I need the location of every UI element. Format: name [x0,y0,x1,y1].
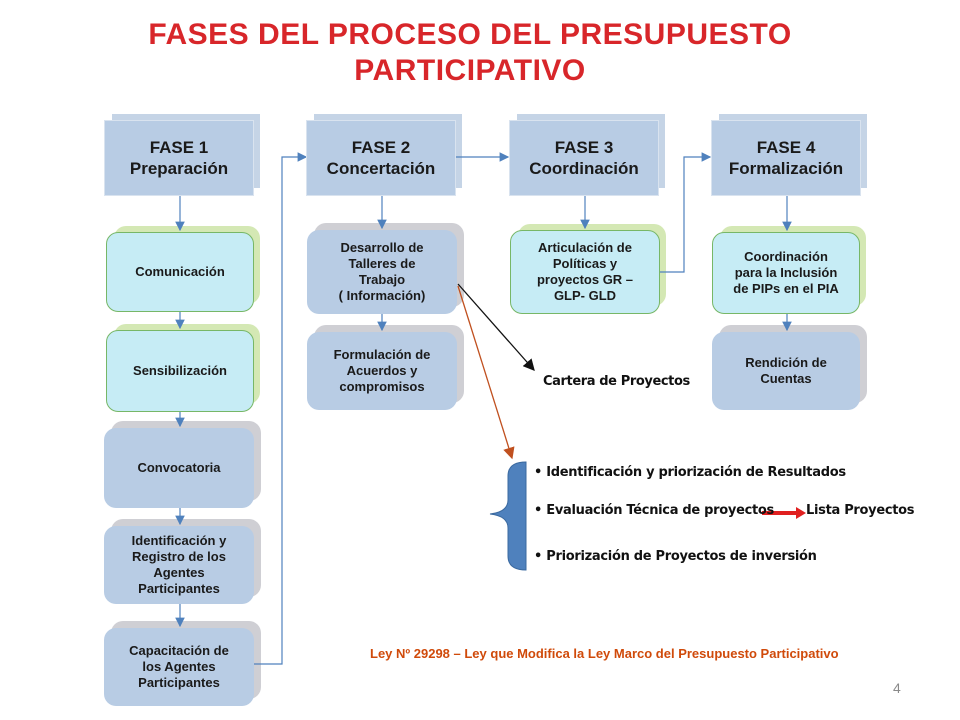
step-desarrollo-line: ( Información) [338,288,426,303]
step-articulacion-line: Políticas y [552,256,618,271]
phase-4-number: FASE 4 [756,138,816,157]
step-articulacion-line: GLP- GLD [553,288,617,303]
arrow-desarrollo-list [457,285,515,460]
phase-1-number: FASE 1 [149,138,209,157]
list-item-evaluacion-text: Evaluación Técnica de proyectos [546,503,774,518]
list-item-priorizacion: • Priorización de Proyectos de inversión [534,549,817,564]
step-desarrollo-line: Trabajo [358,272,406,287]
step-coordinacion-pips: Coordinación para la Inclusión de PIPs e… [712,226,866,314]
step-capacitacion-line: Capacitación de [129,643,229,658]
step-convocatoria: Convocatoria [104,421,261,508]
phase-3-number: FASE 3 [554,138,614,157]
phase-box-3: FASE 3 Coordinación [509,114,665,196]
step-identificacion-line: Participantes [138,581,220,596]
phase-2-name: Concertación [326,159,436,178]
step-rendicion-cuentas: Rendición de Cuentas [712,325,867,410]
list-item-identificacion: • Identificación y priorización de Resul… [534,465,846,480]
phase-2-number: FASE 2 [351,138,411,157]
step-sensibilizacion-label: Sensibilización [133,363,227,378]
brace-shape [489,461,527,571]
title-line-2: PARTICIPATIVO [354,54,586,87]
step-desarrollo-line: Desarrollo de [340,240,424,255]
step-identificacion: Identificación y Registro de los Agentes… [104,519,261,604]
list-item-identificacion-text: Identificación y priorización de Resulta… [546,465,846,480]
step-rendicion-line: Rendición de [745,355,827,370]
phase-4-name: Formalización [728,159,844,178]
cartera-proyectos-label: Cartera de Proyectos [543,374,690,389]
step-articulacion-politicas: Articulación de Políticas y proyectos GR… [510,224,666,314]
step-identificacion-line: Registro de los [132,549,226,564]
step-desarrollo-line: Talleres de [348,256,416,271]
arrow-capacitacion-fase2 [254,152,308,665]
arrow-desarrollo-cartera [457,283,535,371]
list-item-evaluacion: • Evaluación Técnica de proyectos [534,503,774,518]
list-item-priorizacion-text: Priorización de Proyectos de inversión [546,549,817,564]
step-convocatoria-label: Convocatoria [137,460,221,475]
step-articulacion-line: proyectos GR – [536,272,634,287]
step-coordinacion-line: Coordinación [744,249,828,264]
step-rendicion-line: Cuentas [760,371,812,386]
step-capacitacion-line: Participantes [138,675,220,690]
law-reference: Ley Nº 29298 – Ley que Modifica la Ley M… [370,646,839,661]
step-identificacion-line: Agentes [153,565,205,580]
step-desarrollo-talleres: Desarrollo de Talleres de Trabajo ( Info… [307,223,464,314]
phase-box-1: FASE 1 Preparación [104,114,260,196]
red-arrow-head [796,507,806,519]
step-sensibilizacion: Sensibilización [106,324,260,412]
title-line-1: FASES DEL PROCESO DEL PRESUPUESTO [148,18,792,51]
step-coordinacion-line: de PIPs en el PIA [733,281,839,296]
step-comunicacion-label: Comunicación [135,264,225,279]
arrow-articulacion-fase4 [660,152,712,273]
step-formulacion-line: Acuerdos y [346,363,418,378]
step-formulacion-line: compromisos [339,379,425,394]
phase-box-4: FASE 4 Formalización [711,114,867,196]
step-capacitacion-line: los Agentes [142,659,216,674]
step-coordinacion-line: para la Inclusión [734,265,838,280]
page-number: 4 [893,680,901,696]
step-capacitacion: Capacitación de los Agentes Participante… [104,621,261,706]
step-formulacion-acuerdos: Formulación de Acuerdos y compromisos [307,325,464,410]
step-identificacion-line: Identificación y [131,533,227,548]
step-articulacion-line: Articulación de [538,240,632,255]
step-formulacion-line: Formulación de [333,347,431,362]
phase-box-2: FASE 2 Concertación [306,114,462,196]
phase-1-name: Preparación [129,159,229,178]
step-comunicacion: Comunicación [106,226,260,312]
lista-proyectos-label: Lista Proyectos [806,503,915,518]
phase-3-name: Coordinación [529,159,639,178]
